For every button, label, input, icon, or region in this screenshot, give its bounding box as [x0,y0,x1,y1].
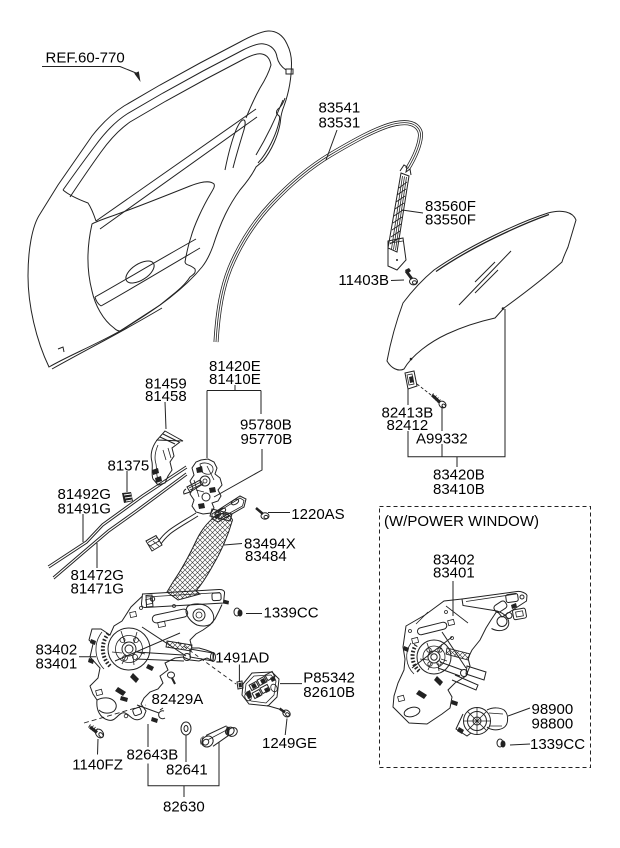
svg-text:1491AD: 1491AD [215,650,269,667]
svg-text:83420B: 83420B [433,467,485,484]
svg-text:1249GE: 1249GE [262,735,317,752]
svg-text:81491G: 81491G [58,501,111,518]
svg-text:1339CC: 1339CC [264,605,319,622]
svg-text:1140FZ: 1140FZ [72,757,123,774]
svg-text:81410E: 81410E [209,371,261,388]
svg-text:83494X: 83494X [244,536,296,553]
svg-text:82641: 82641 [166,761,208,778]
svg-text:81375: 81375 [108,458,150,475]
svg-text:83401: 83401 [36,656,78,673]
svg-text:81471G: 81471G [71,581,124,598]
svg-text:82429A: 82429A [152,691,204,708]
svg-text:83531: 83531 [319,114,361,131]
svg-text:83550F: 83550F [425,211,476,228]
svg-text:98800: 98800 [532,715,574,732]
svg-text:A99332: A99332 [416,431,468,448]
svg-text:11403B: 11403B [338,272,389,289]
svg-text:82412: 82412 [387,417,429,434]
svg-text:81492G: 81492G [58,486,111,503]
svg-text:82413B: 82413B [382,405,434,422]
svg-text:83560F: 83560F [425,198,476,215]
svg-text:1220AS: 1220AS [291,506,344,523]
svg-text:(W/POWER WINDOW): (W/POWER WINDOW) [384,513,539,530]
svg-text:REF.60-770: REF.60-770 [46,49,125,66]
svg-text:1339CC: 1339CC [530,736,585,753]
svg-text:81459: 81459 [145,376,187,393]
svg-text:81472G: 81472G [71,567,124,584]
svg-text:83401: 83401 [433,564,475,581]
svg-text:82643B: 82643B [127,747,179,764]
svg-text:82630: 82630 [163,798,205,815]
svg-text:83402: 83402 [433,552,475,569]
svg-text:83484: 83484 [245,548,287,565]
svg-text:81458: 81458 [145,388,187,405]
svg-text:82610B: 82610B [303,684,355,701]
svg-text:83541: 83541 [319,99,361,116]
svg-text:83410B: 83410B [433,481,485,498]
svg-text:95770B: 95770B [241,431,293,448]
svg-text:P85342: P85342 [303,670,355,687]
svg-text:95780B: 95780B [240,417,292,434]
svg-text:83402: 83402 [36,642,78,659]
svg-text:81420E: 81420E [209,358,261,375]
svg-text:98900: 98900 [532,701,574,718]
